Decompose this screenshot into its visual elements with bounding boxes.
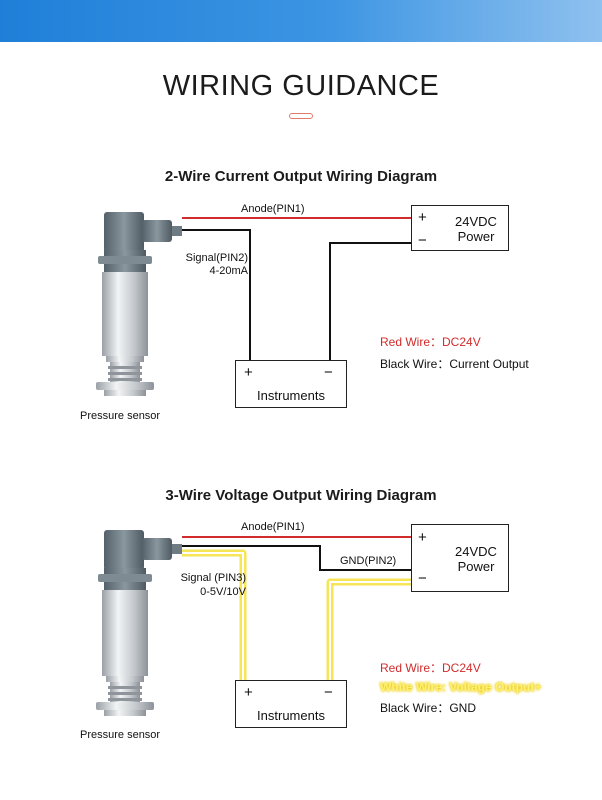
d2-power-line2: Power [457, 558, 495, 574]
d1-legend-black-key: Black Wire： [380, 357, 450, 371]
d2-legend-red-val: DC24V [442, 661, 481, 675]
d2-inst-plus: + [244, 684, 253, 701]
d1-signal-range: 4-20mA [209, 265, 248, 277]
d2-anode-label: Anode(PIN1) [241, 521, 305, 533]
d1-inst-minus: − [324, 364, 333, 381]
header-band [0, 0, 602, 42]
d1-signal-label: Signal(PIN2) [185, 252, 248, 264]
d2-signal-label: Signal (PIN3) [180, 572, 246, 584]
d1-power-line1: 24VDC [455, 214, 497, 229]
page-title: WIRING GUIDANCE [162, 70, 440, 102]
d2-power-box: + − 24VDC Power [411, 524, 509, 592]
d1-legend-black-val: Current Output [449, 357, 529, 371]
d2-inst-label: Instruments [257, 708, 325, 723]
d1-sensor-caption: Pressure sensor [80, 410, 161, 422]
d2-legend-black: Black Wire：GND [380, 699, 476, 716]
pressure-sensor-1-icon [96, 212, 182, 396]
d2-power-plus: + [418, 529, 427, 546]
d2-legend-red: Red Wire：DC24V [380, 659, 481, 676]
d2-legend-black-key: Black Wire： [380, 701, 450, 715]
diagram1-title: 2-Wire Current Output Wiring Diagram [164, 168, 438, 185]
d1-power-plus: + [418, 209, 427, 226]
d1-legend-red: Red Wire：DC24V [380, 333, 481, 350]
title-underline-mark [289, 113, 313, 119]
d1-inst-plus: + [244, 364, 253, 381]
d1-power-line2: Power [457, 228, 495, 244]
d1-anode-label: Anode(PIN1) [241, 203, 305, 215]
pressure-sensor-2-icon [96, 530, 182, 716]
d1-power-minus: − [418, 232, 427, 249]
d2-legend-black-val: GND [449, 701, 477, 715]
d2-signal-range: 0-5V/10V [200, 586, 246, 598]
d2-sensor-caption: Pressure sensor [80, 729, 161, 741]
d2-instruments-box: + − Instruments [235, 680, 347, 728]
d1-power-box: + − 24VDC Power [411, 205, 509, 251]
d2-inst-minus: − [324, 684, 333, 701]
d1-legend-black: Black Wire：Current Output [380, 355, 529, 372]
d2-legend-red-key: Red Wire： [380, 661, 443, 675]
d1-legend-red-val: DC24V [442, 335, 481, 349]
d1-instruments-box: + − Instruments [235, 360, 347, 408]
d2-power-line1: 24VDC [455, 544, 497, 559]
d2-power-minus: − [418, 570, 427, 587]
d2-gnd-label: GND(PIN2) [340, 555, 397, 567]
d1-legend-red-key: Red Wire： [380, 335, 443, 349]
diagram2-title: 3-Wire Voltage Output Wiring Diagram [165, 487, 437, 504]
d2-legend-white: White Wire: Voltage Output+ [380, 680, 542, 694]
d1-inst-label: Instruments [257, 388, 325, 403]
